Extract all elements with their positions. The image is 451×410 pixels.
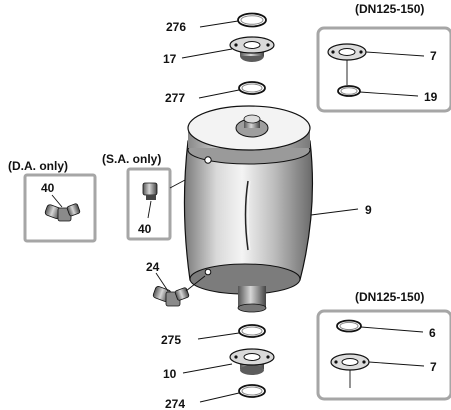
inset-bottom-right-caption: (DN125-150)	[355, 290, 424, 304]
label-9: 9	[365, 203, 372, 217]
bottom-flange-10	[229, 348, 275, 375]
inset-bottom-right-item-6: 6	[429, 326, 436, 340]
oring-19	[337, 85, 361, 97]
plug-40-sa	[142, 182, 158, 200]
inset-sa-box	[126, 167, 172, 241]
inset-da-caption: (D.A. only)	[8, 159, 68, 173]
inset-top-right-box	[316, 26, 451, 113]
label-274: 274	[165, 397, 185, 410]
label-17: 17	[163, 52, 177, 66]
inset-sa-caption: (S.A. only)	[102, 152, 161, 166]
label-10: 10	[163, 367, 177, 381]
flange-plate-7-top	[327, 43, 367, 61]
elbow-fitting-24	[152, 286, 190, 307]
label-277: 277	[165, 91, 185, 105]
oring-6	[336, 319, 362, 333]
label-24: 24	[146, 260, 160, 274]
inset-da-box	[23, 173, 97, 243]
oring-276	[237, 12, 267, 28]
flange-plate-7-bottom	[330, 353, 370, 371]
oring-274	[238, 384, 266, 398]
inset-top-right-item-19: 19	[424, 90, 438, 104]
inset-bottom-right-box	[316, 309, 451, 401]
inset-da-number: 40	[41, 181, 55, 195]
inset-sa-number: 40	[138, 222, 152, 236]
inset-top-right-caption: (DN125-150)	[355, 2, 424, 16]
oring-277	[238, 81, 266, 95]
oring-275	[238, 324, 266, 338]
elbow-fitting-40-da	[44, 203, 81, 222]
label-275: 275	[161, 333, 181, 347]
inset-bottom-right-item-7: 7	[430, 360, 437, 374]
label-276: 276	[166, 20, 186, 34]
top-flange-17	[229, 36, 275, 62]
inset-top-right-item-7: 7	[430, 49, 437, 63]
actuator-body-9	[183, 105, 314, 313]
